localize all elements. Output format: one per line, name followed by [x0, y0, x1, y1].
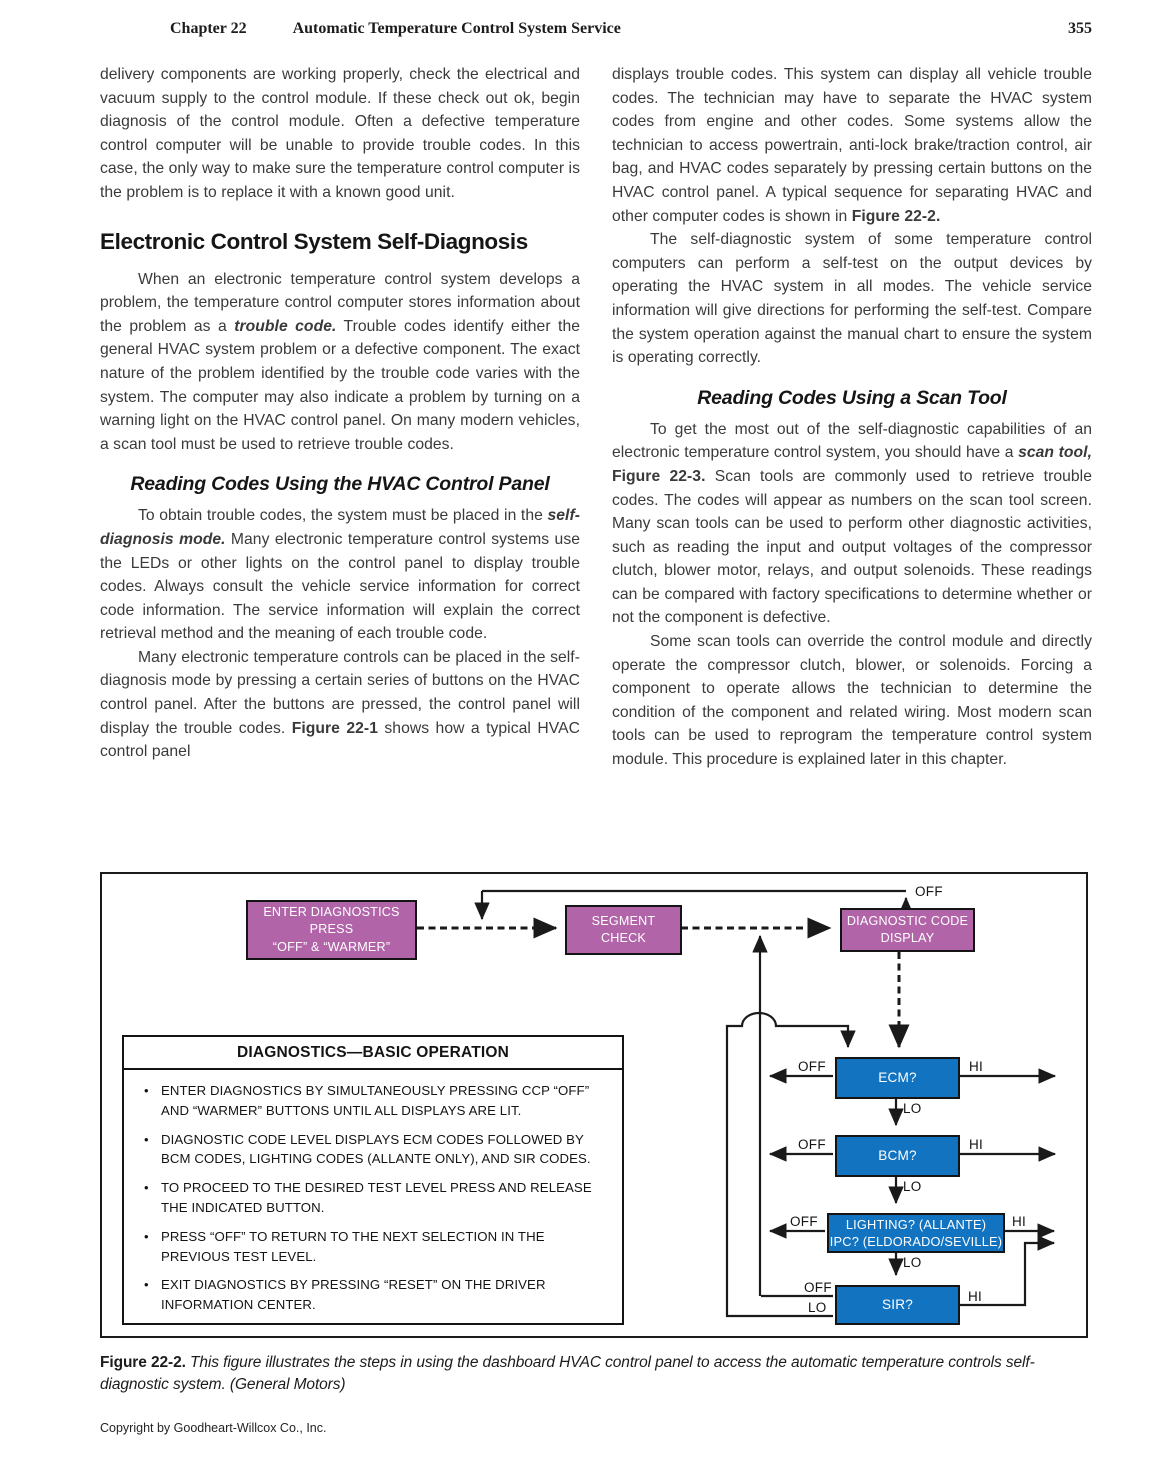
- running-head: Chapter 22 Automatic Temperature Control…: [170, 20, 621, 38]
- text-run: displays trouble codes. This system can …: [612, 66, 1092, 225]
- edge-label-off-top: OFF: [915, 884, 943, 899]
- figure-caption: Figure 22-2. This figure illustrates the…: [100, 1352, 1094, 1396]
- figure-caption-text: This figure illustrates the steps in usi…: [100, 1354, 1035, 1393]
- paragraph: To get the most out of the self-diagnost…: [612, 418, 1092, 630]
- node-text: BCM?: [878, 1147, 917, 1163]
- node-text: SIR?: [881, 1296, 914, 1312]
- edge-label-light-hi: HI: [1012, 1214, 1027, 1229]
- paragraph: The self-diagnostic system of some tempe…: [612, 231, 1092, 367]
- flow-node-sir: SIR?: [835, 1285, 960, 1325]
- text-run: Many electronic temperature controls can…: [100, 648, 580, 737]
- text-run: To get the most out of the self-diagnost…: [612, 420, 1092, 462]
- paragraph: Many electronic temperature controls can…: [100, 646, 580, 764]
- edge-label-ecm-lo: LO: [903, 1101, 922, 1116]
- node-text: ECM?: [878, 1069, 917, 1085]
- node-text: IPC? (ELDORADO/SEVILLE): [829, 1234, 1003, 1249]
- figure-22-2-diagram: ENTER DIAGNOSTICS PRESS “OFF” & “WARMER”…: [100, 872, 1088, 1338]
- node-text: “OFF” & “WARMER”: [272, 939, 391, 954]
- copyright-line: Copyright by Goodheart-Willcox Co., Inc.: [100, 1421, 327, 1435]
- node-text: SEGMENT: [591, 913, 656, 928]
- node-text: DIAGNOSTIC CODE: [846, 913, 969, 928]
- edge-label-bcm-lo: LO: [903, 1179, 922, 1194]
- edge-label-ecm-hi: HI: [969, 1059, 984, 1074]
- bullet-text: PRESS “OFF” TO RETURN TO THE NEXT SELECT…: [161, 1228, 545, 1264]
- bullet-dot: •: [144, 1083, 149, 1098]
- text-run: Scan tools are commonly used to retrieve…: [612, 467, 1092, 627]
- chapter-label: Chapter 22: [170, 20, 247, 37]
- figure-reference: Figure 22-1: [291, 719, 378, 737]
- paragraph: delivery components are working properly…: [100, 66, 580, 201]
- figure-caption-label: Figure 22-2.: [100, 1354, 186, 1371]
- subsection-heading: Reading Codes Using a Scan Tool: [697, 386, 1007, 409]
- text-run: When an electronic temperature control s…: [100, 270, 580, 335]
- subsection-heading: Reading Codes Using the HVAC Control Pan…: [130, 473, 550, 496]
- text-run: Many electronic temperature control syst…: [100, 530, 580, 643]
- running-title: Automatic Temperature Control System Ser…: [292, 20, 621, 37]
- node-text: PRESS: [309, 922, 354, 937]
- flow-node-segment-check: SEGMENT CHECK: [565, 905, 682, 955]
- bullet-text: DIAGNOSTIC CODE LEVEL DISPLAYS ECM CODES…: [161, 1131, 591, 1167]
- edge-label-bcm-off: OFF: [798, 1137, 826, 1152]
- two-column-article: delivery components are working properly…: [100, 63, 1092, 863]
- edge-label-ecm-off: OFF: [798, 1059, 826, 1074]
- flow-node-diagnostic-code-display: DIAGNOSTIC CODE DISPLAY: [840, 908, 975, 952]
- edge-label-light-lo: LO: [903, 1255, 922, 1270]
- key-term: scan tool,: [1018, 444, 1092, 462]
- edge-label-sir-lo: LO: [808, 1300, 827, 1315]
- paragraph: To obtain trouble codes, the system must…: [100, 504, 580, 646]
- edge-label-sir-hi: HI: [968, 1289, 983, 1304]
- text-run: shows how a typical HVAC control panel: [100, 719, 580, 761]
- node-text: DISPLAY: [880, 931, 935, 945]
- right-column: displays trouble codes. This system can …: [612, 63, 1092, 863]
- text-run: Trouble codes identify either the genera…: [100, 317, 580, 453]
- operations-bullet-list: • ENTER DIAGNOSTICS BY SIMULTANEOUSLY PR…: [124, 1070, 622, 1315]
- bullet-text: ENTER DIAGNOSTICS BY SIMULTANEOUSLY PRES…: [161, 1083, 590, 1118]
- bullet-dot: •: [144, 1180, 149, 1196]
- list-item: • TO PROCEED TO THE DESIRED TEST LEVEL P…: [144, 1178, 610, 1218]
- bullet-dot: •: [144, 1277, 149, 1293]
- node-text: LIGHTING? (ALLANTE): [845, 1216, 987, 1232]
- node-text: ENTER DIAGNOSTICS: [263, 905, 400, 920]
- paragraph: displays trouble codes. This system can …: [612, 63, 1092, 228]
- edge-label-sir-off: OFF: [804, 1280, 832, 1295]
- figure-reference: Figure 22-3.: [612, 467, 706, 485]
- key-term: self-diagnosis mode.: [100, 507, 580, 548]
- figure-reference: Figure 22-2.: [851, 207, 941, 225]
- operations-panel-title: DIAGNOSTICS—BASIC OPERATION: [124, 1037, 622, 1070]
- edge-sir-lo-loop-to-ecm: [725, 1011, 856, 1317]
- bullet-text: TO PROCEED TO THE DESIRED TEST LEVEL PRE…: [161, 1180, 592, 1215]
- diagnostics-operations-panel: DIAGNOSTICS—BASIC OPERATION • ENTER DIAG…: [122, 1035, 624, 1325]
- bullet-text: EXIT DIAGNOSTICS BY PRESSING “RESET” ON …: [161, 1277, 546, 1313]
- node-text: CHECK: [600, 931, 647, 945]
- list-item: • ENTER DIAGNOSTICS BY SIMULTANEOUSLY PR…: [144, 1081, 610, 1121]
- key-term: trouble code.: [234, 317, 337, 335]
- list-item: • EXIT DIAGNOSTICS BY PRESSING “RESET” O…: [144, 1275, 610, 1315]
- paragraph: Some scan tools can override the control…: [612, 633, 1092, 769]
- edge-label-bcm-hi: HI: [969, 1137, 984, 1152]
- flow-node-ecm: ECM?: [835, 1057, 960, 1099]
- left-column: delivery components are working properly…: [100, 63, 580, 863]
- list-item: • PRESS “OFF” TO RETURN TO THE NEXT SELE…: [144, 1227, 610, 1267]
- bullet-dot: •: [144, 1131, 149, 1147]
- paragraph: When an electronic temperature control s…: [100, 268, 580, 457]
- page-number: 355: [1068, 20, 1092, 37]
- text-run: To obtain trouble codes, the system must…: [138, 507, 548, 525]
- flowchart-connectors: [416, 889, 1056, 1317]
- edge-sir-hi: [957, 1234, 1055, 1306]
- section-heading: Electronic Control System Self-Diagnosis: [100, 228, 528, 254]
- list-item: • DIAGNOSTIC CODE LEVEL DISPLAYS ECM COD…: [144, 1130, 610, 1170]
- edge-label-light-off: OFF: [790, 1214, 818, 1229]
- flow-node-lighting-ipc: LIGHTING? (ALLANTE) IPC? (ELDORADO/SEVIL…: [827, 1213, 1005, 1253]
- bullet-dot: •: [144, 1228, 149, 1244]
- flow-node-bcm: BCM?: [835, 1135, 960, 1177]
- page-header: Chapter 22 Automatic Temperature Control…: [170, 20, 1092, 38]
- flow-node-enter-diagnostics: ENTER DIAGNOSTICS PRESS “OFF” & “WARMER”: [246, 900, 417, 960]
